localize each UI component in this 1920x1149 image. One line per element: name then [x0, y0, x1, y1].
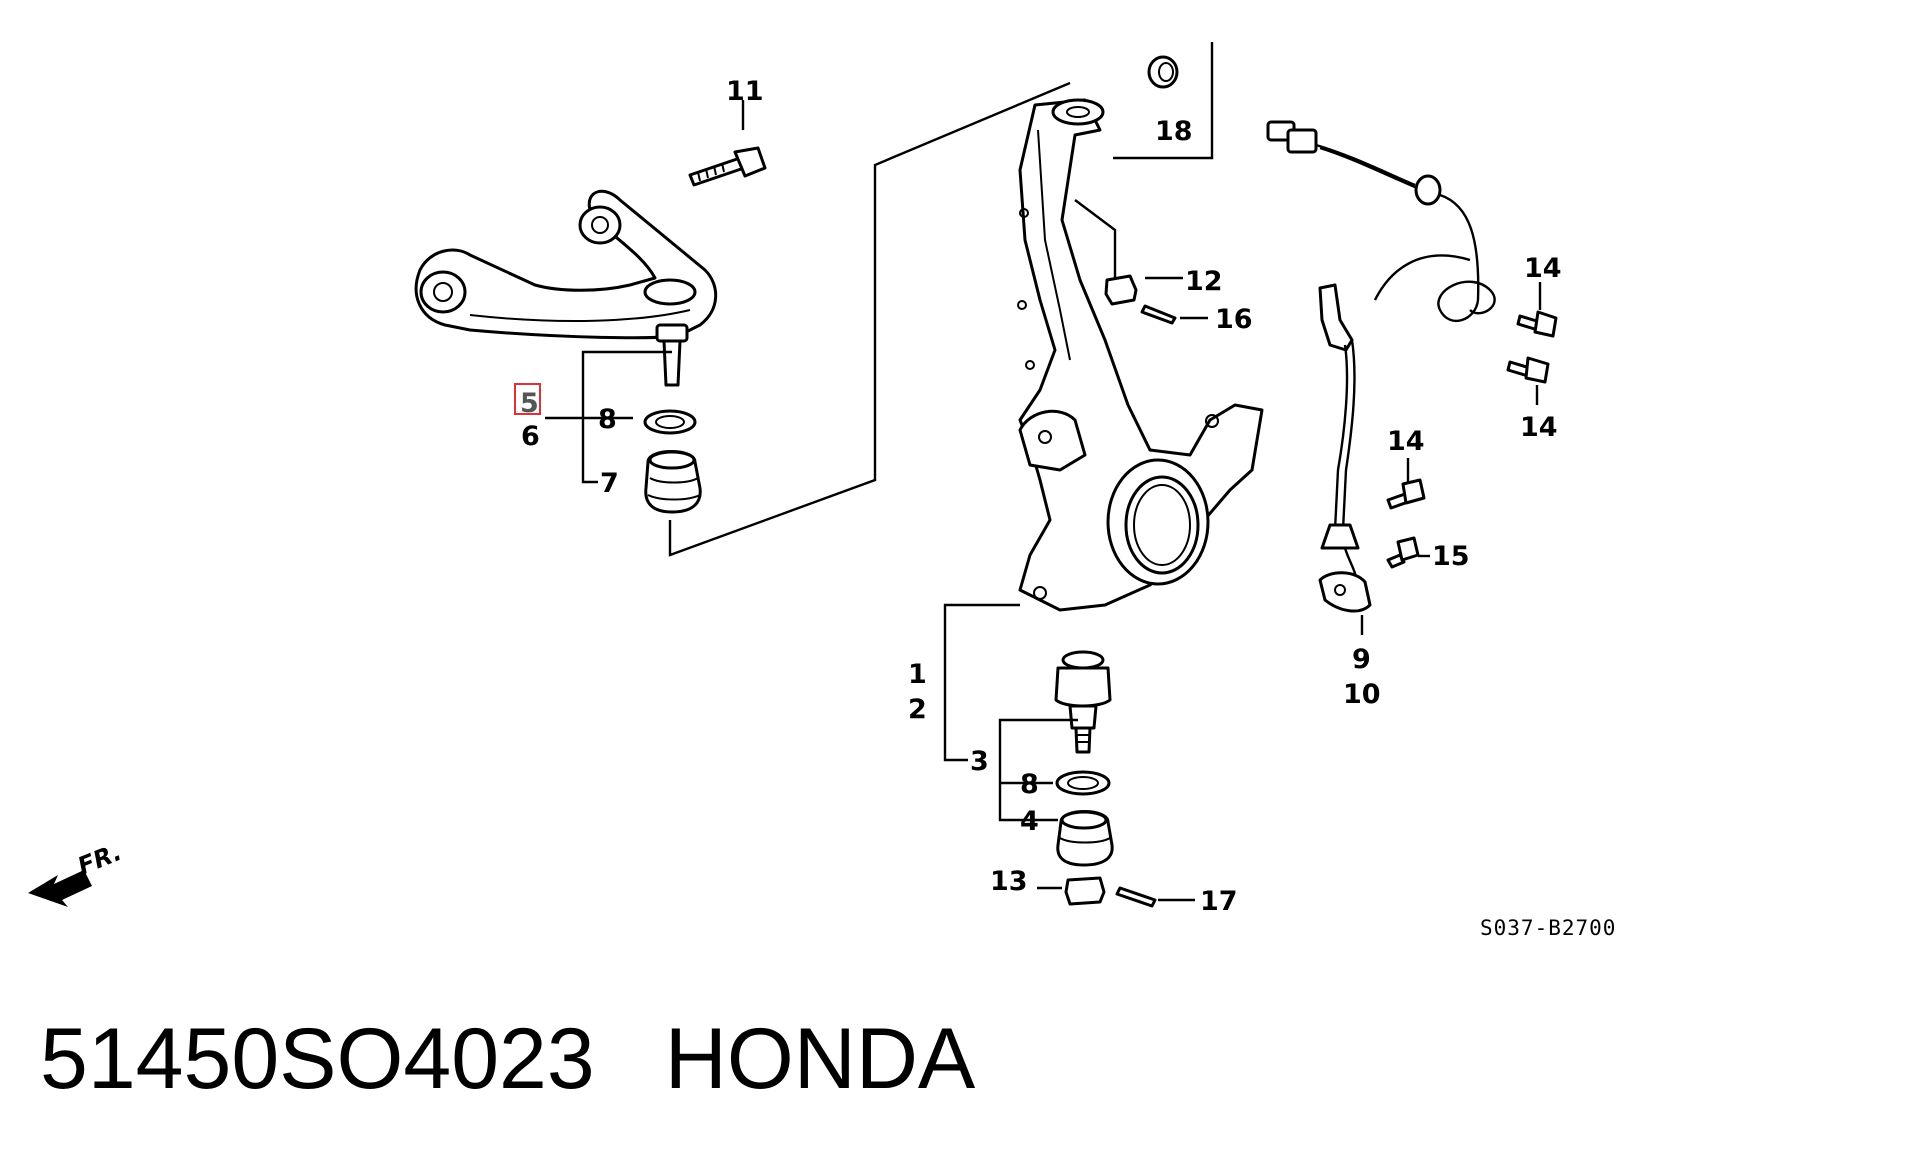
callout-7: 7	[600, 468, 619, 499]
callout-1: 1	[908, 659, 927, 690]
callout-6: 6	[521, 421, 540, 452]
upper-control-arm[interactable]	[414, 189, 718, 387]
diagram-code: S037-B2700	[1480, 916, 1616, 940]
castle-nut-12[interactable]	[1104, 274, 1138, 306]
boot-4[interactable]	[1056, 810, 1114, 867]
callout-14-c: 14	[1387, 426, 1425, 457]
clip-8-upper[interactable]	[643, 409, 697, 435]
castle-nut-13[interactable]	[1064, 876, 1106, 906]
brand-name: HONDA	[664, 1011, 976, 1107]
clip-8-lower[interactable]	[1055, 770, 1111, 796]
callout-14-a: 14	[1524, 253, 1562, 284]
steering-knuckle[interactable]	[1017, 98, 1264, 612]
callouts: 11 5 6 8 7 18 12 16 1 2 3 8 4 13 17 14 1…	[514, 76, 1616, 940]
callout-3: 3	[970, 746, 989, 777]
callout-14-b: 14	[1520, 412, 1558, 443]
boot-7[interactable]	[644, 450, 702, 514]
callout-15: 15	[1432, 541, 1470, 572]
leader-lines	[545, 42, 1542, 902]
direction-label: FR.	[74, 838, 126, 881]
highlight-box	[514, 383, 541, 415]
part-number: 51450SO4023	[40, 1011, 595, 1107]
bolt-14-a[interactable]	[1516, 310, 1558, 338]
cotter-pin-16[interactable]	[1140, 304, 1177, 325]
abs-sensor-harness[interactable]	[1266, 120, 1496, 613]
footer-caption: 51450SO4023 HONDA	[40, 1010, 1045, 1109]
callout-11: 11	[726, 76, 764, 107]
bolt-14-b[interactable]	[1506, 356, 1550, 384]
bolt-11[interactable]	[688, 146, 767, 187]
lower-ball-joint[interactable]	[1054, 650, 1112, 754]
callout-2: 2	[908, 694, 927, 725]
callout-9: 9	[1352, 644, 1371, 675]
callout-16: 16	[1215, 304, 1253, 335]
callout-10: 10	[1343, 679, 1381, 710]
callout-8-lower: 8	[1020, 769, 1039, 800]
callout-4: 4	[1020, 806, 1039, 837]
cotter-pin-17[interactable]	[1115, 886, 1157, 908]
callout-13: 13	[990, 866, 1028, 897]
callout-18: 18	[1155, 116, 1193, 147]
callout-5: 5	[520, 388, 539, 419]
cap-18[interactable]	[1147, 55, 1179, 89]
callout-12: 12	[1185, 266, 1223, 297]
bolt-15[interactable]	[1386, 536, 1420, 569]
callout-17: 17	[1200, 886, 1238, 917]
callout-8-upper: 8	[598, 404, 617, 435]
front-direction-arrow: FR.	[28, 838, 125, 907]
bolt-14-c[interactable]	[1386, 478, 1426, 510]
